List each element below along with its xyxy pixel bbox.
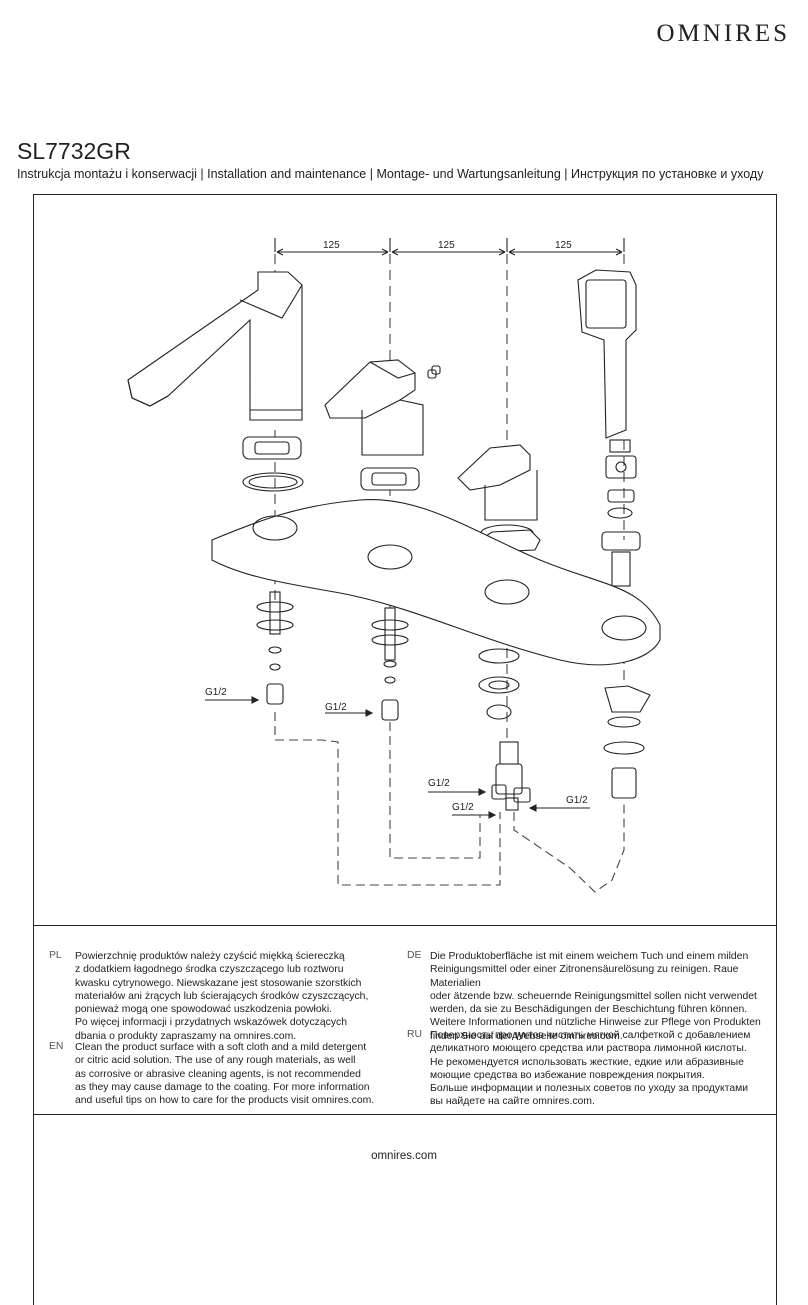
frame-bottom-line	[33, 1114, 776, 1115]
instructions-pl: Powierzchnię produktów należy czyścić mi…	[75, 950, 380, 1043]
dimension-lines	[274, 238, 625, 256]
dimension-label: 125	[323, 240, 340, 251]
instruction-line: Die Produktoberfläche ist mit einem weic…	[430, 951, 749, 962]
thread-label: G1/2	[428, 778, 450, 789]
instruction-line: as corrosive or abrasive cleaning agents…	[75, 1068, 361, 1080]
instruction-line: and useful tips on how to care for the p…	[75, 1095, 375, 1107]
instructions-en: Clean the product surface with a soft cl…	[75, 1041, 380, 1107]
instructions-de: Die Produktoberfläche ist mit einem weic…	[430, 950, 770, 1043]
instruction-line: as they may cause damage to the coating.…	[75, 1081, 370, 1093]
model-title: SL7732GR	[17, 138, 131, 164]
thread-label: G1/2	[325, 702, 347, 713]
document-subtitle: Instrukcja montażu i konserwacji | Insta…	[17, 167, 764, 181]
instruction-line: Powierzchnię produktów należy czyścić mi…	[75, 951, 345, 962]
handle-valve-1	[324, 359, 441, 456]
mounting-stud-2	[371, 607, 409, 721]
instruction-frame	[33, 194, 777, 1305]
instruction-line: Reinigungsmittel oder einer Zitronensäur…	[430, 964, 739, 989]
instruction-line: oder ätzende bzw. scheuernde Reinigungsm…	[430, 990, 757, 1002]
instruction-line: Po więcej informacji i przydatnych wskaz…	[75, 1017, 347, 1029]
instruction-line: or citric acid solution. The use of any …	[75, 1055, 356, 1067]
exploded-assembly-diagram: 125 125 125 G1/2 G1/2 G1/2 G1/2 G1/2	[127, 238, 661, 893]
language-code-en: EN	[49, 1041, 64, 1052]
bath-spout	[127, 271, 303, 421]
brand-logo: OMNIRES	[656, 20, 790, 47]
footer-website: omnires.com	[371, 1150, 437, 1162]
instruction-line: materiałów ani żrących lub ścierających …	[75, 990, 369, 1002]
instruction-line: kwasku cytrynowego. Niewskazane jest sto…	[75, 977, 362, 989]
mounting-stud-1	[256, 591, 294, 705]
instruction-line: Поверхность продуктов чистить мягкой сал…	[430, 1030, 751, 1041]
diverter-valve	[491, 741, 531, 811]
instruction-line: dbania o produkty zapraszamy na omnires.…	[75, 1030, 297, 1042]
instructions-ru: Поверхность продуктов чистить мягкой сал…	[430, 1029, 770, 1109]
instruction-line: Weitere Informationen und nützliche Hinw…	[430, 1017, 761, 1029]
instruction-line: ponieważ mogą one spowodować uszkodzenia…	[75, 1004, 333, 1016]
handle-valve-2	[457, 444, 538, 521]
instruction-line: Не рекомендуется использовать жесткие, е…	[430, 1056, 744, 1068]
instruction-line: Clean the product surface with a soft cl…	[75, 1042, 367, 1053]
thread-label: G1/2	[452, 802, 474, 813]
dimension-label: 125	[438, 240, 455, 251]
instruction-line: деликатного моющего средства или раствор…	[430, 1043, 747, 1055]
section-divider	[33, 925, 776, 926]
language-code-de: DE	[407, 950, 422, 961]
instruction-line: вы найдете на сайте omnires.com.	[430, 1096, 595, 1108]
instruction-line: z dodatkiem łagodnego środka czyszcząceg…	[75, 964, 344, 976]
instruction-line: Больше информации и полезных советов по …	[430, 1083, 749, 1095]
hand-shower	[577, 269, 641, 587]
instruction-line: моющие средства во избежание повреждения…	[430, 1069, 705, 1081]
thread-label: G1/2	[205, 687, 227, 698]
dimension-label: 125	[555, 240, 572, 251]
thread-arrows	[205, 696, 590, 819]
deck-plate	[211, 498, 661, 666]
thread-label: G1/2	[566, 795, 588, 806]
instruction-line: finden Sie auf der Webseite omnires.com.	[430, 1030, 623, 1042]
language-code-pl: PL	[49, 950, 62, 961]
language-code-ru: RU	[407, 1029, 423, 1040]
instruction-line: werden, da sie zu Beschädigungen der Bes…	[430, 1004, 748, 1016]
